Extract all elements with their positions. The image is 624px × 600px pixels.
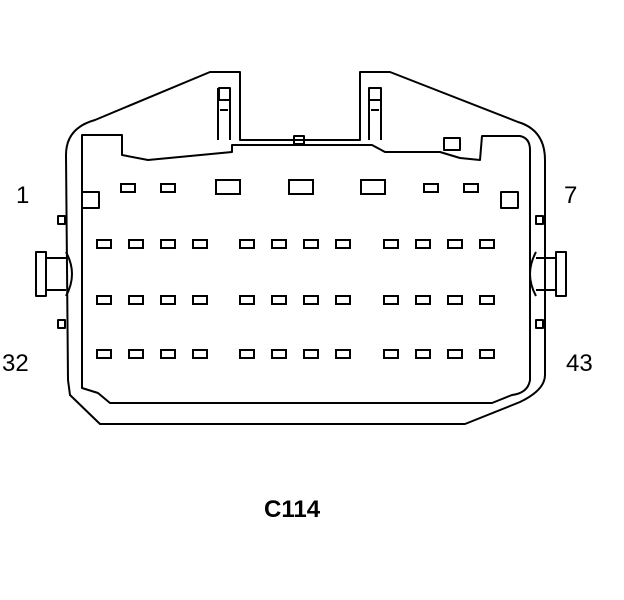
pin-cavity-row2-4 (192, 295, 208, 305)
pin-cavity-row1-4 (192, 239, 208, 249)
pin-cavity-row3-6 (271, 349, 287, 359)
pin-cavity-row1-9 (383, 239, 399, 249)
pin-cavity-row1-11 (447, 239, 463, 249)
pin-cavity-row1-5 (239, 239, 255, 249)
connector-inner-cavity (81, 134, 531, 404)
pin-label-top-left: 1 (16, 182, 30, 209)
pin-cavity-row2-10 (415, 295, 431, 305)
right-nub-lower (535, 319, 544, 329)
pin-cavity-row3-9 (383, 349, 399, 359)
pin-cavity-row3-7 (303, 349, 319, 359)
pin-cavity-row1-2 (128, 239, 144, 249)
latch-tab-right (368, 87, 382, 101)
pin-cavity-row2-9 (383, 295, 399, 305)
left-corner-key (81, 191, 100, 209)
pin-cavity-row2-6 (271, 295, 287, 305)
pin-cavity-row3-4 (192, 349, 208, 359)
pin-cavity-row2-2 (128, 295, 144, 305)
connector-id-label: C114 (264, 496, 321, 523)
pin-cavity-row2-1 (96, 295, 112, 305)
pin-cavity-row3-3 (160, 349, 176, 359)
pin-cavity-row1-6 (271, 239, 287, 249)
top-right-key (443, 137, 461, 151)
pin-cavity-row2-8 (335, 295, 351, 305)
left-side-ear-inner (65, 251, 73, 297)
pin-cavity-row3-11 (447, 349, 463, 359)
pin-cavity-top-2 (160, 183, 176, 193)
right-side-ear (536, 251, 567, 297)
pin-cavity-row1-8 (335, 239, 351, 249)
right-nub-upper (535, 215, 544, 225)
pin-label-top-right: 7 (564, 182, 578, 209)
pin-cavity-row1-12 (479, 239, 495, 249)
pin-cavity-row2-7 (303, 295, 319, 305)
pin-cavity-top-6 (423, 183, 439, 193)
left-nub-upper (57, 215, 66, 225)
pin-cavity-row2-11 (447, 295, 463, 305)
pin-cavity-top-1 (120, 183, 136, 193)
pin-cavity-top-5 (360, 179, 386, 195)
latch-right-lines (368, 88, 382, 140)
pin-cavity-row3-10 (415, 349, 431, 359)
right-side-ear-inner (529, 251, 537, 297)
connector-outer-housing (65, 71, 546, 425)
pin-cavity-row3-12 (479, 349, 495, 359)
pin-label-bottom-right: 43 (566, 350, 593, 377)
pin-cavity-row1-1 (96, 239, 112, 249)
center-key (293, 135, 305, 145)
latch-tab-left (218, 87, 231, 101)
pin-cavity-row3-8 (335, 349, 351, 359)
pin-cavity-row1-7 (303, 239, 319, 249)
pin-cavity-row2-3 (160, 295, 176, 305)
right-corner-key (500, 191, 519, 209)
pin-cavity-row3-1 (96, 349, 112, 359)
pin-cavity-row3-5 (239, 349, 255, 359)
pin-cavity-top-3 (215, 179, 241, 195)
left-side-ear (35, 251, 66, 297)
pin-cavity-row2-5 (239, 295, 255, 305)
pin-cavity-row2-12 (479, 295, 495, 305)
pin-cavity-row3-2 (128, 349, 144, 359)
pin-cavity-row1-3 (160, 239, 176, 249)
left-nub-lower (57, 319, 66, 329)
pin-cavity-top-7 (463, 183, 479, 193)
pin-cavity-row1-10 (415, 239, 431, 249)
pin-cavity-top-4 (288, 179, 314, 195)
pin-label-bottom-left: 32 (2, 350, 29, 377)
